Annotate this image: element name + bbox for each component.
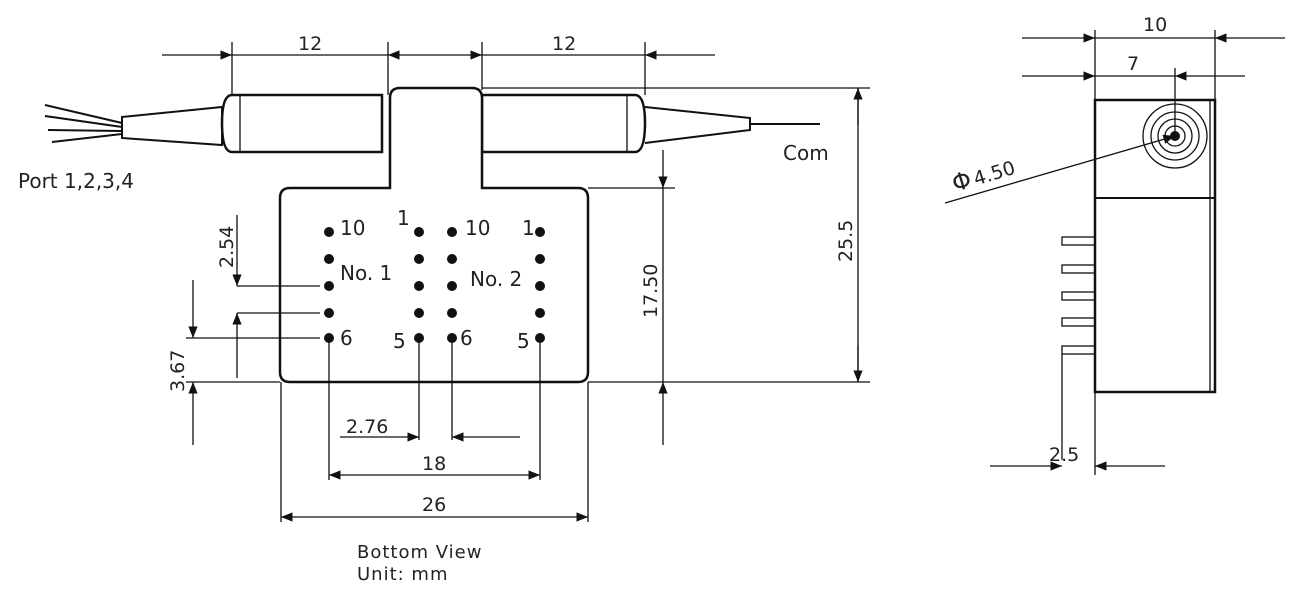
dim-offset-3-67: 3.67 (167, 280, 320, 445)
port-label: Port 1,2,3,4 (18, 169, 134, 193)
pin-dot (535, 254, 545, 264)
com-label: Com (783, 141, 829, 165)
module-label-no2: No. 2 (470, 267, 522, 291)
dim-text-2-54: 2.54 (216, 226, 238, 268)
dim-text-26: 26 (422, 494, 446, 516)
dim-text-4-50: 4.50 (971, 157, 1018, 190)
pin-label-1-left: 1 (397, 206, 410, 230)
dim-side-10: 10 (1022, 14, 1285, 100)
dim-spacing-2-76: 2.76 (340, 416, 520, 442)
pin-dot (324, 254, 334, 264)
pin-grid (324, 227, 545, 343)
pin-dot (414, 254, 424, 264)
port-fibers (44, 104, 223, 147)
pin-label-1-right: 1 (522, 216, 535, 240)
left-cylinder (220, 93, 384, 154)
pin-label-6-right: 6 (460, 326, 473, 350)
pin-dot (414, 227, 424, 237)
dim-text-12-right: 12 (552, 33, 576, 55)
dim-text-3-67: 3.67 (167, 350, 189, 392)
right-cylinder (480, 93, 820, 154)
dim-text-12-left: 12 (298, 33, 322, 55)
dim-height-17-50: 17.50 (588, 150, 675, 445)
pin-dot (535, 308, 545, 318)
dim-pitch-2-54: 2.54 (216, 215, 320, 378)
dim-top-12-right: 12 (440, 33, 715, 95)
dim-span-18: 18 (329, 453, 540, 480)
dim-pin-2-5: 2.5 (990, 392, 1165, 475)
dim-diameter-4-50: Φ4.50 (944, 134, 1176, 204)
pin-dot (414, 281, 424, 291)
dim-top-12-left: 12 (162, 33, 440, 95)
pin-dot (324, 281, 334, 291)
svg-text:Φ4.50: Φ4.50 (949, 152, 1019, 198)
pin-dot (535, 281, 545, 291)
pin-dot (535, 227, 545, 237)
pin-dot (324, 227, 334, 237)
dim-text-17-50: 17.50 (640, 264, 662, 318)
pin-label-5-right: 5 (517, 329, 530, 353)
pin-dot (447, 281, 457, 291)
unit-caption: Unit: mm (357, 564, 449, 585)
pin-dot (414, 308, 424, 318)
pin-leads (280, 338, 589, 522)
module-label-no1: No. 1 (340, 261, 392, 285)
dim-side-7: 7 (1022, 53, 1245, 136)
housing-outline (278, 86, 590, 384)
view-caption: Bottom View (357, 542, 482, 563)
pin-dot (324, 308, 334, 318)
dim-width-26: 26 (281, 494, 588, 522)
pin-dot (447, 254, 457, 264)
dim-text-10: 10 (1143, 14, 1167, 36)
pin-label-10-right: 10 (465, 216, 490, 240)
dim-text-2-76: 2.76 (346, 416, 388, 438)
side-view (1061, 98, 1217, 460)
dim-text-25-5: 25.5 (835, 220, 857, 262)
pin-label-10-left: 10 (340, 216, 365, 240)
pin-label-5-left: 5 (393, 329, 406, 353)
pin-dot (447, 227, 457, 237)
dim-text-18: 18 (422, 453, 446, 475)
pin-label-6-left: 6 (340, 326, 353, 350)
dim-text-2-5: 2.5 (1049, 444, 1079, 466)
dim-height-25-5: 25.5 (482, 87, 870, 383)
pin-dot (447, 308, 457, 318)
dim-text-7: 7 (1127, 53, 1139, 75)
